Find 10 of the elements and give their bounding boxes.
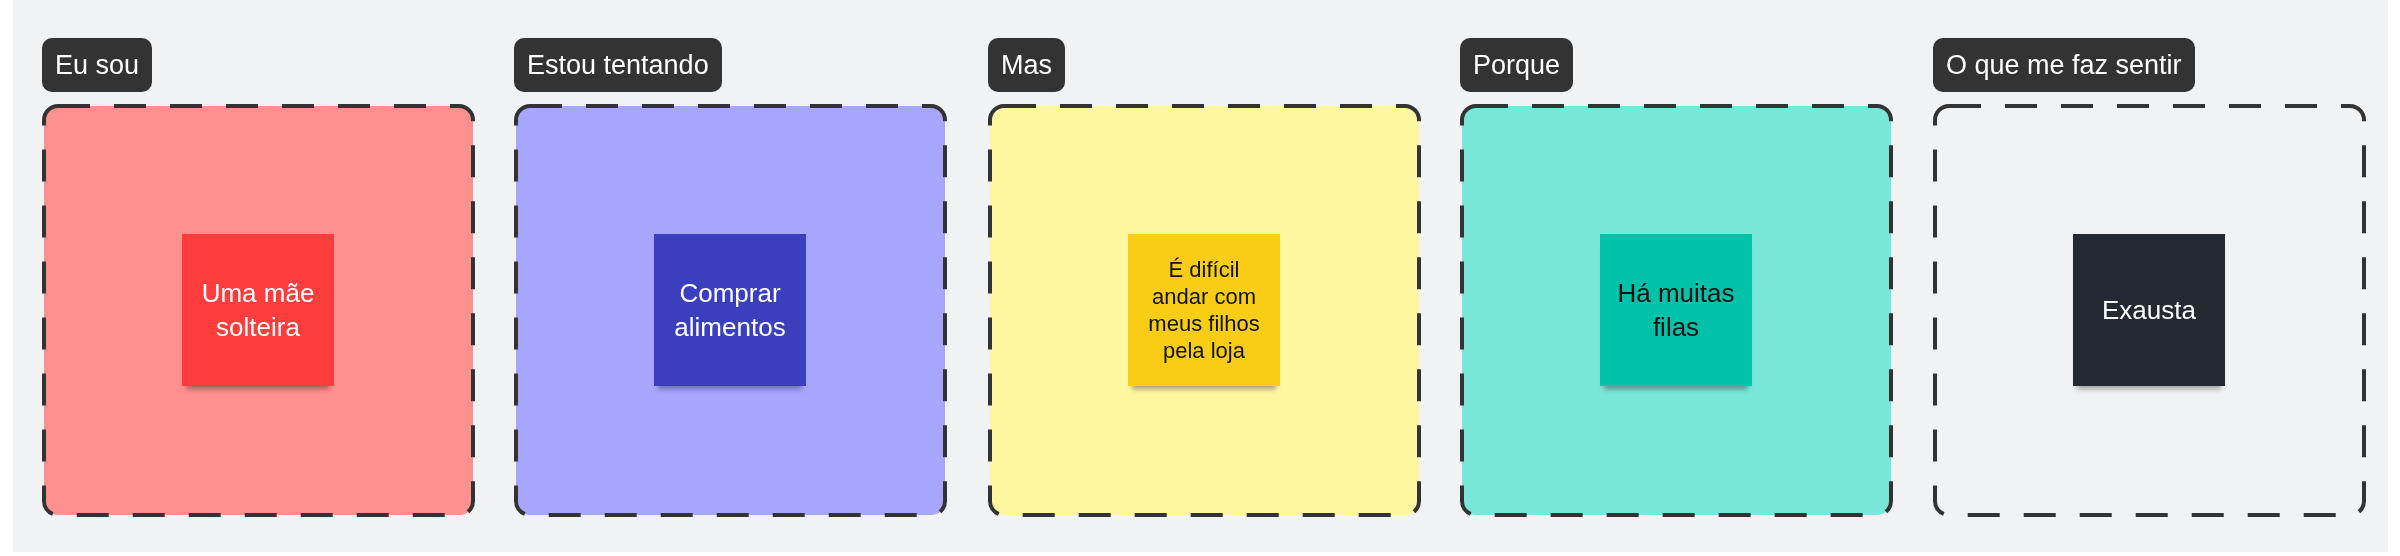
sticky-note: Exausta: [2073, 234, 2225, 386]
sticky-note: Comprar alimentos: [654, 234, 806, 386]
frame-heading: O que me faz sentir: [1933, 38, 2195, 92]
frame-heading: Mas: [988, 38, 1065, 92]
frame-heading: Porque: [1460, 38, 1574, 92]
sticky-note: É difícil andar com meus filhos pela loja: [1128, 234, 1280, 386]
frame-heading: Eu sou: [42, 38, 153, 92]
sticky-note: Uma mãe solteira: [182, 234, 334, 386]
sticky-note: Há muitas filas: [1600, 234, 1752, 386]
frame-heading: Estou tentando: [514, 38, 722, 92]
